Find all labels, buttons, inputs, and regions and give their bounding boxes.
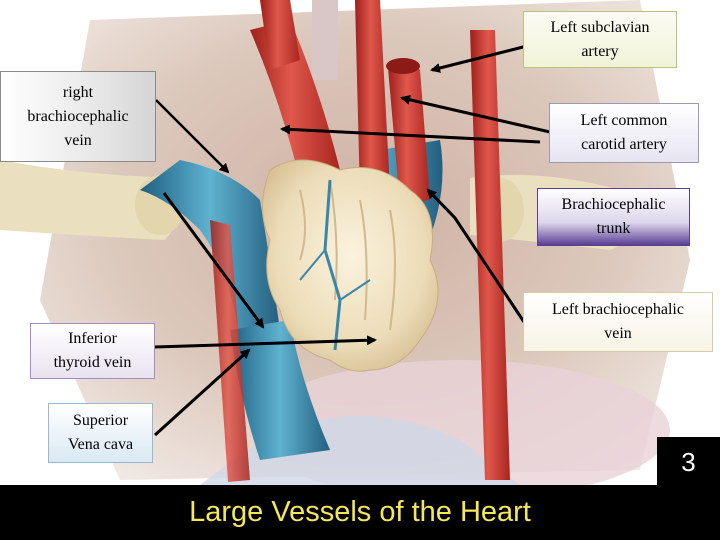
label-text: Inferior thyroid vein (53, 330, 132, 371)
leader-left-subclavian (430, 44, 528, 73)
label-superior-vena-cava: Superior Vena cava (48, 403, 153, 463)
label-left-subclavian-artery: Left subclavian artery (523, 11, 677, 68)
label-left-common-carotid-artery: Left common carotid artery (549, 103, 699, 163)
leader-right-brachiocephalic (155, 99, 230, 174)
leader-brachiocephalic-trunk (280, 124, 541, 144)
leader-svc (162, 192, 265, 329)
leader-superior-vena-cava (153, 348, 251, 437)
label-inferior-thyroid-vein: Inferior thyroid vein (30, 323, 155, 379)
clavicle-right (0, 160, 181, 240)
label-left-brachiocephalic-vein: Left brachiocephalic vein (523, 292, 713, 352)
superior-vena-cava (230, 320, 330, 460)
label-text: Superior Vena cava (67, 412, 134, 453)
leader-inferior-thyroid (154, 335, 377, 349)
leader-left-common-carotid (400, 94, 551, 134)
label-right-brachiocephalic-vein: right brachiocephalic vein (0, 71, 156, 162)
label-text: Left common carotid artery (580, 112, 668, 153)
label-brachiocephalic-trunk: Brachiocephalic trunk (537, 188, 690, 246)
trachea (312, 0, 338, 80)
footer-bar (0, 485, 720, 540)
slide-title: Large Vessels of the Heart (189, 496, 531, 528)
label-text: Left subclavian artery (550, 18, 650, 60)
left-common-carotid-artery (355, 0, 390, 195)
right-brachiocephalic-vein (140, 160, 280, 340)
leader-left-brachiocephalic (426, 188, 526, 323)
label-text: Brachiocephalic trunk (561, 196, 666, 237)
slide-number: 3 (657, 437, 720, 487)
thyroid-mass (262, 159, 439, 372)
label-text: right brachiocephalic vein (27, 83, 129, 149)
label-text: Left brachiocephalic vein (552, 301, 684, 342)
